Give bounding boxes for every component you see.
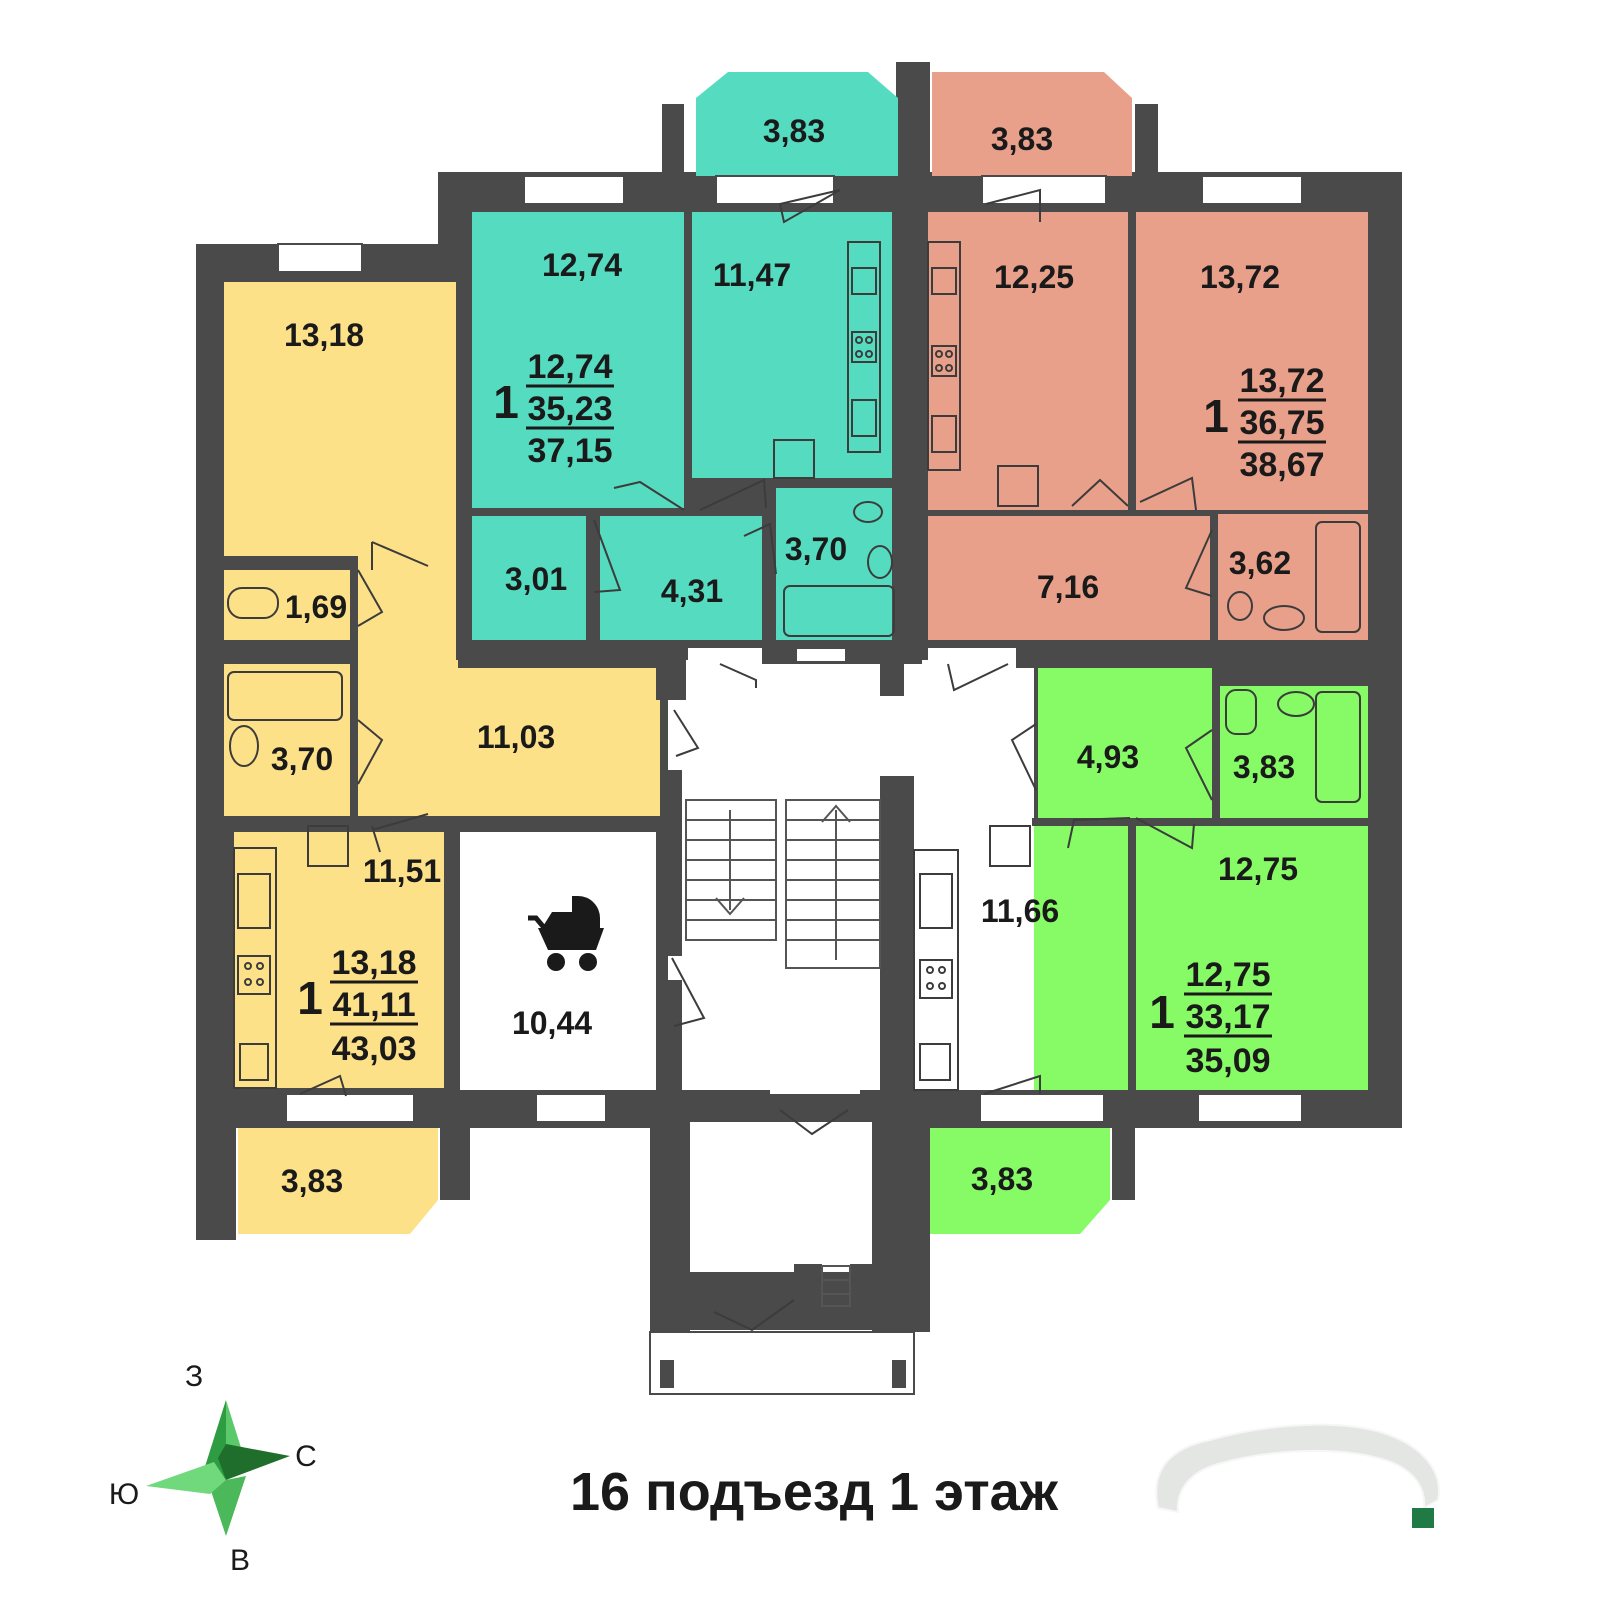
- stroller-icon: [528, 896, 604, 971]
- doors: [299, 188, 1213, 1332]
- teal-hall-area: 4,31: [661, 573, 723, 609]
- svg-text:12,75: 12,75: [1185, 956, 1270, 994]
- svg-text:38,67: 38,67: [1239, 446, 1324, 484]
- svg-text:37,15: 37,15: [527, 432, 612, 470]
- salmon-bath-area: 3,62: [1229, 545, 1291, 581]
- apartment-summary-yellow: 1 13,18 41,11 43,03: [297, 944, 418, 1068]
- yellow-bath[interactable]: [224, 664, 354, 816]
- entrance-porch: [649, 1331, 915, 1395]
- svg-text:1: 1: [1203, 390, 1229, 442]
- yellow-balcony-area: 3,83: [281, 1163, 343, 1199]
- yellow-room-area: 13,18: [284, 317, 364, 353]
- interior-walls: [196, 210, 1402, 1332]
- green-bath[interactable]: [1220, 686, 1368, 818]
- svg-text:1: 1: [297, 972, 323, 1024]
- windows: [277, 175, 1303, 1123]
- bathtub-icon: [783, 585, 895, 637]
- teal-storage-area: 3,01: [505, 561, 567, 597]
- svg-text:43,03: 43,03: [331, 1030, 416, 1068]
- teal-room-area: 12,74: [542, 247, 622, 283]
- apartment-summary-salmon: 1 13,72 36,75 38,67: [1203, 362, 1326, 484]
- yellow-balcony[interactable]: [238, 1128, 438, 1234]
- compass-north-label: З: [185, 1360, 203, 1393]
- salmon-balcony-area: 3,83: [991, 121, 1053, 157]
- toilet-icon: [227, 587, 279, 619]
- toilet-icon: [853, 501, 883, 523]
- compass-east-label: С: [295, 1440, 317, 1473]
- compass-west-label: Ю: [109, 1478, 139, 1511]
- yellow-hall-area: 11,03: [477, 719, 555, 755]
- apartment-yellow[interactable]: [224, 282, 660, 1234]
- salmon-room-area: 13,72: [1200, 259, 1280, 295]
- fixtures: [227, 241, 1361, 1091]
- bathtub-icon: [227, 671, 343, 721]
- yellow-wc[interactable]: [224, 570, 354, 642]
- green-balcony-area: 3,83: [971, 1161, 1033, 1197]
- stroller-room-area: 10,44: [512, 1005, 592, 1041]
- green-bath-area: 3,83: [1233, 749, 1295, 785]
- teal-room[interactable]: [472, 212, 684, 508]
- yellow-wc-area: 1,69: [285, 589, 347, 625]
- room-labels: 3,83 12,74 11,47 3,01 4,31 3,70 3,83 12,…: [271, 113, 1298, 1199]
- teal-hall[interactable]: [600, 516, 768, 640]
- svg-text:1: 1: [1149, 986, 1175, 1038]
- svg-text:13,72: 13,72: [1239, 362, 1324, 400]
- sink-icon: [851, 399, 877, 437]
- teal-storage[interactable]: [472, 516, 594, 640]
- apartment-summary-teal: 1 12,74 35,23 37,15: [493, 348, 614, 470]
- teal-balcony[interactable]: [696, 72, 898, 176]
- compass-south-label: В: [230, 1544, 250, 1577]
- bathtub-icon: [1315, 521, 1361, 633]
- salmon-room[interactable]: [1136, 212, 1368, 510]
- salmon-kitchen[interactable]: [928, 212, 1128, 510]
- green-hall-area: 4,93: [1077, 739, 1139, 775]
- green-room[interactable]: [1136, 824, 1368, 1092]
- apartment-teal[interactable]: [472, 72, 900, 640]
- page-title: 16 подъезд 1 этаж: [570, 1462, 1059, 1522]
- yellow-bath-area: 3,70: [271, 741, 333, 777]
- washbasin-icon: [867, 545, 893, 579]
- stairs: [685, 799, 881, 1307]
- teal-kitchen[interactable]: [692, 212, 892, 478]
- svg-text:1: 1: [493, 376, 519, 428]
- salmon-kitchen-area: 12,25: [994, 259, 1074, 295]
- green-kitchen-area: 11,66: [981, 893, 1059, 929]
- green-hall[interactable]: [1038, 666, 1214, 818]
- stove-icon: [851, 331, 877, 363]
- svg-text:33,17: 33,17: [1185, 998, 1270, 1036]
- salmon-hall-area: 7,16: [1037, 569, 1099, 605]
- svg-text:35,09: 35,09: [1185, 1042, 1270, 1080]
- svg-text:13,18: 13,18: [331, 944, 416, 982]
- apartment-salmon[interactable]: [928, 72, 1368, 640]
- svg-text:36,75: 36,75: [1239, 404, 1324, 442]
- key-plan-highlight: [1412, 1508, 1434, 1528]
- teal-kitchen-area: 11,47: [713, 257, 791, 293]
- teal-balcony-area: 3,83: [763, 113, 825, 149]
- yellow-room[interactable]: [224, 282, 456, 560]
- green-room-area: 12,75: [1218, 851, 1298, 887]
- yellow-kitchen-area: 11,51: [363, 853, 441, 889]
- yellow-hall[interactable]: [356, 560, 660, 824]
- svg-text:35,23: 35,23: [527, 390, 612, 428]
- stair-hall: [668, 648, 1034, 1094]
- green-balcony[interactable]: [914, 1128, 1110, 1234]
- salmon-hall[interactable]: [928, 516, 1218, 640]
- teal-bath[interactable]: [776, 488, 900, 640]
- teal-bath-area: 3,70: [785, 531, 847, 567]
- svg-text:41,11: 41,11: [332, 986, 415, 1024]
- compass-rose-icon: З С В Ю: [109, 1360, 317, 1577]
- apartment-summary-green: 1 12,75 33,17 35,09: [1149, 956, 1272, 1080]
- sink-icon: [851, 267, 877, 295]
- site-key-plan: [1155, 1423, 1440, 1528]
- svg-text:12,74: 12,74: [527, 348, 612, 386]
- fridge-icon: [773, 439, 815, 479]
- salmon-balcony[interactable]: [932, 72, 1132, 176]
- entrance-vestibule: [690, 1122, 872, 1272]
